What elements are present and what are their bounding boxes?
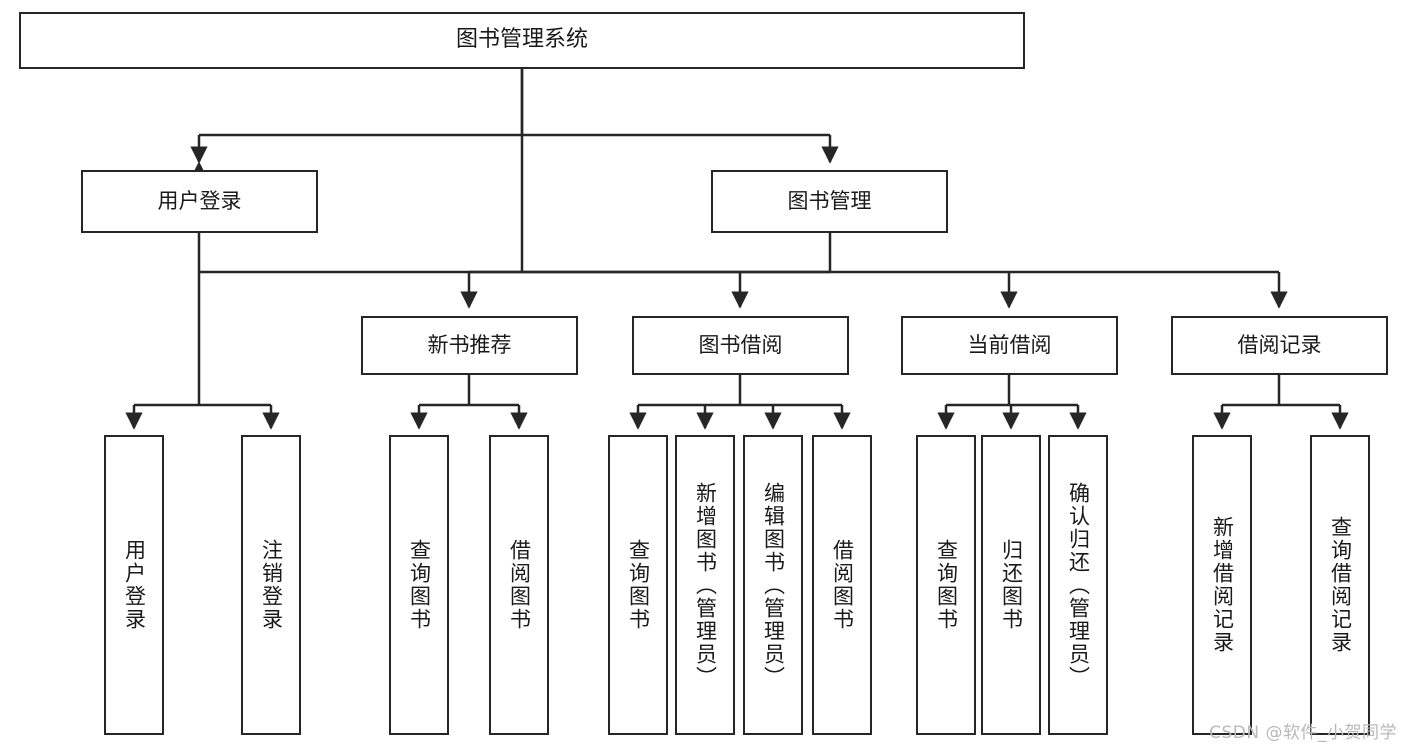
node-label: 新增图书（管理员） [693, 481, 718, 689]
node-new-book-recommend[interactable]: 新书推荐 [361, 316, 578, 375]
node-label: 查询图书 [626, 539, 651, 631]
node-label: 查询借阅记录 [1328, 516, 1353, 654]
node-leaf-add-book[interactable]: 新增图书（管理员） [675, 435, 735, 735]
node-label: 注销登录 [259, 539, 284, 631]
node-label: 查询图书 [407, 539, 432, 631]
node-user-login[interactable]: 用户登录 [81, 170, 318, 233]
node-label: 用户登录 [157, 188, 242, 213]
node-leaf-user-login[interactable]: 用户登录 [104, 435, 164, 735]
node-label: 新增借阅记录 [1210, 516, 1235, 654]
node-leaf-borrow-book-2[interactable]: 借阅图书 [812, 435, 872, 735]
node-current-borrow[interactable]: 当前借阅 [901, 316, 1118, 375]
node-leaf-borrow-book-1[interactable]: 借阅图书 [489, 435, 549, 735]
node-label: 编辑图书（管理员） [761, 481, 786, 689]
node-label: 当前借阅 [967, 332, 1052, 357]
node-borrow-record[interactable]: 借阅记录 [1171, 316, 1388, 375]
node-leaf-logout-login[interactable]: 注销登录 [241, 435, 301, 735]
node-leaf-query-book-2[interactable]: 查询图书 [608, 435, 668, 735]
node-label: 图书借阅 [698, 332, 783, 357]
node-leaf-query-book-3[interactable]: 查询图书 [916, 435, 976, 735]
node-book-borrow[interactable]: 图书借阅 [632, 316, 849, 375]
node-label: 用户登录 [122, 539, 147, 631]
node-leaf-confirm-return[interactable]: 确认归还（管理员） [1048, 435, 1108, 735]
node-leaf-query-book-1[interactable]: 查询图书 [389, 435, 449, 735]
node-label: 借阅图书 [507, 539, 532, 631]
node-label: 借阅记录 [1237, 332, 1322, 357]
node-leaf-return-book[interactable]: 归还图书 [981, 435, 1041, 735]
node-leaf-add-record[interactable]: 新增借阅记录 [1192, 435, 1252, 735]
node-leaf-edit-book[interactable]: 编辑图书（管理员） [743, 435, 803, 735]
node-root-book-management-system[interactable]: 图书管理系统 [19, 12, 1025, 69]
node-label: 确认归还（管理员） [1066, 481, 1091, 689]
node-label: 新书推荐 [427, 332, 512, 357]
node-book-manage[interactable]: 图书管理 [711, 170, 948, 233]
node-label: 归还图书 [999, 539, 1024, 631]
node-label: 图书管理系统 [455, 27, 588, 53]
node-label: 查询图书 [934, 539, 959, 631]
node-label: 图书管理 [787, 188, 872, 213]
node-label: 借阅图书 [830, 539, 855, 631]
node-leaf-query-record[interactable]: 查询借阅记录 [1310, 435, 1370, 735]
csdn-watermark: CSDN @软件_小贺同学 [1209, 723, 1397, 743]
